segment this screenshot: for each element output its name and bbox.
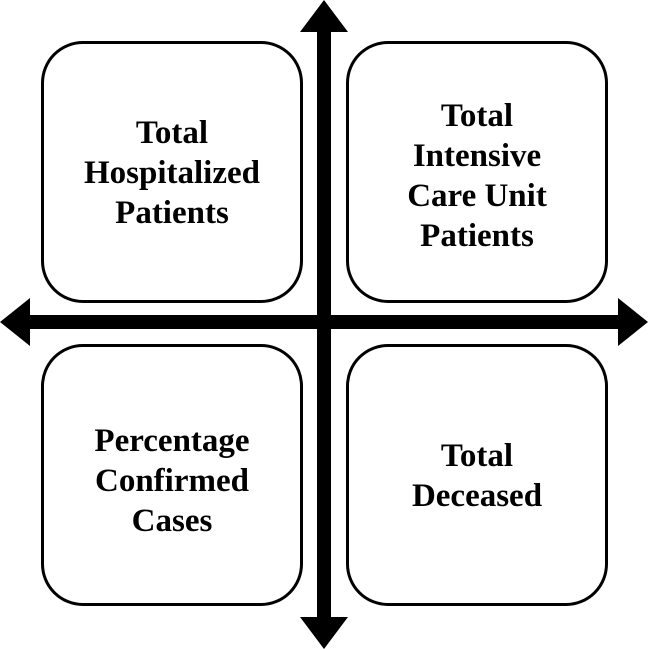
quadrant-top-right: Total Intensive Care Unit Patients <box>346 41 608 303</box>
quadrant-top-left: Total Hospitalized Patients <box>41 41 303 303</box>
right-arrow-icon <box>618 298 648 346</box>
quadrant-top-left-label: Total Hospitalized Patients <box>83 115 260 231</box>
quadrant-bottom-right: Total Deceased <box>346 344 608 606</box>
quadrant-bottom-left-label: Percentage Confirmed Cases <box>94 423 250 539</box>
vertical-axis <box>300 0 348 649</box>
quadrant-bottom-left: Percentage Confirmed Cases <box>41 344 303 606</box>
quadrant-bottom-right-label: Total Deceased <box>411 438 543 514</box>
down-arrow-icon <box>300 617 348 649</box>
left-arrow-icon <box>0 298 30 346</box>
quadrant-top-right-label: Total Intensive Care Unit Patients <box>407 98 547 254</box>
up-arrow-icon <box>300 0 348 32</box>
